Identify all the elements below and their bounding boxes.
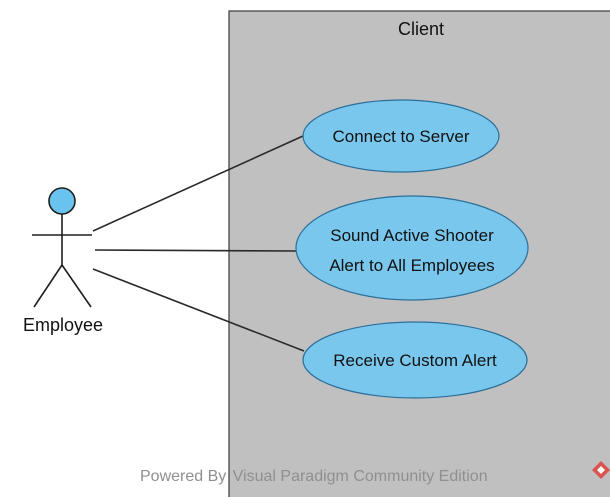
- associations: [92, 135, 305, 352]
- association-line-receive-custom-alert[interactable]: [92, 268, 305, 352]
- use-case-receive-custom-alert[interactable]: Receive Custom Alert: [302, 321, 528, 399]
- association-line-connect-to-server[interactable]: [92, 135, 304, 232]
- use-case-label-line-1: Sound Active Shooter: [330, 226, 494, 245]
- watermark: Powered By Visual Paradigm Community Edi…: [140, 461, 610, 485]
- use-case-ellipse: [295, 195, 529, 301]
- use-case-ellipse: [302, 99, 500, 173]
- use-case-ellipse: [302, 321, 528, 399]
- use-case-label: Receive Custom Alert: [333, 351, 497, 370]
- watermark-text: Powered By Visual Paradigm Community Edi…: [140, 468, 488, 485]
- actor-employee[interactable]: Employee: [23, 187, 103, 335]
- actor-label: Employee: [23, 315, 103, 335]
- use-case-label: Connect to Server: [332, 127, 469, 146]
- system-boundary-label: Client: [398, 19, 444, 39]
- visual-paradigm-logo-icon: [592, 461, 610, 479]
- use-case-label-line-2: Alert to All Employees: [329, 256, 494, 275]
- use-case-connect-to-server[interactable]: Connect to Server: [302, 99, 500, 173]
- actor-head-icon: [48, 187, 76, 215]
- use-case-sound-active-shooter-alert[interactable]: Sound Active Shooter Alert to All Employ…: [295, 195, 529, 301]
- actor-right-leg: [61, 264, 92, 308]
- actor-left-leg: [33, 264, 63, 308]
- association-line-sound-active-shooter[interactable]: [94, 249, 298, 252]
